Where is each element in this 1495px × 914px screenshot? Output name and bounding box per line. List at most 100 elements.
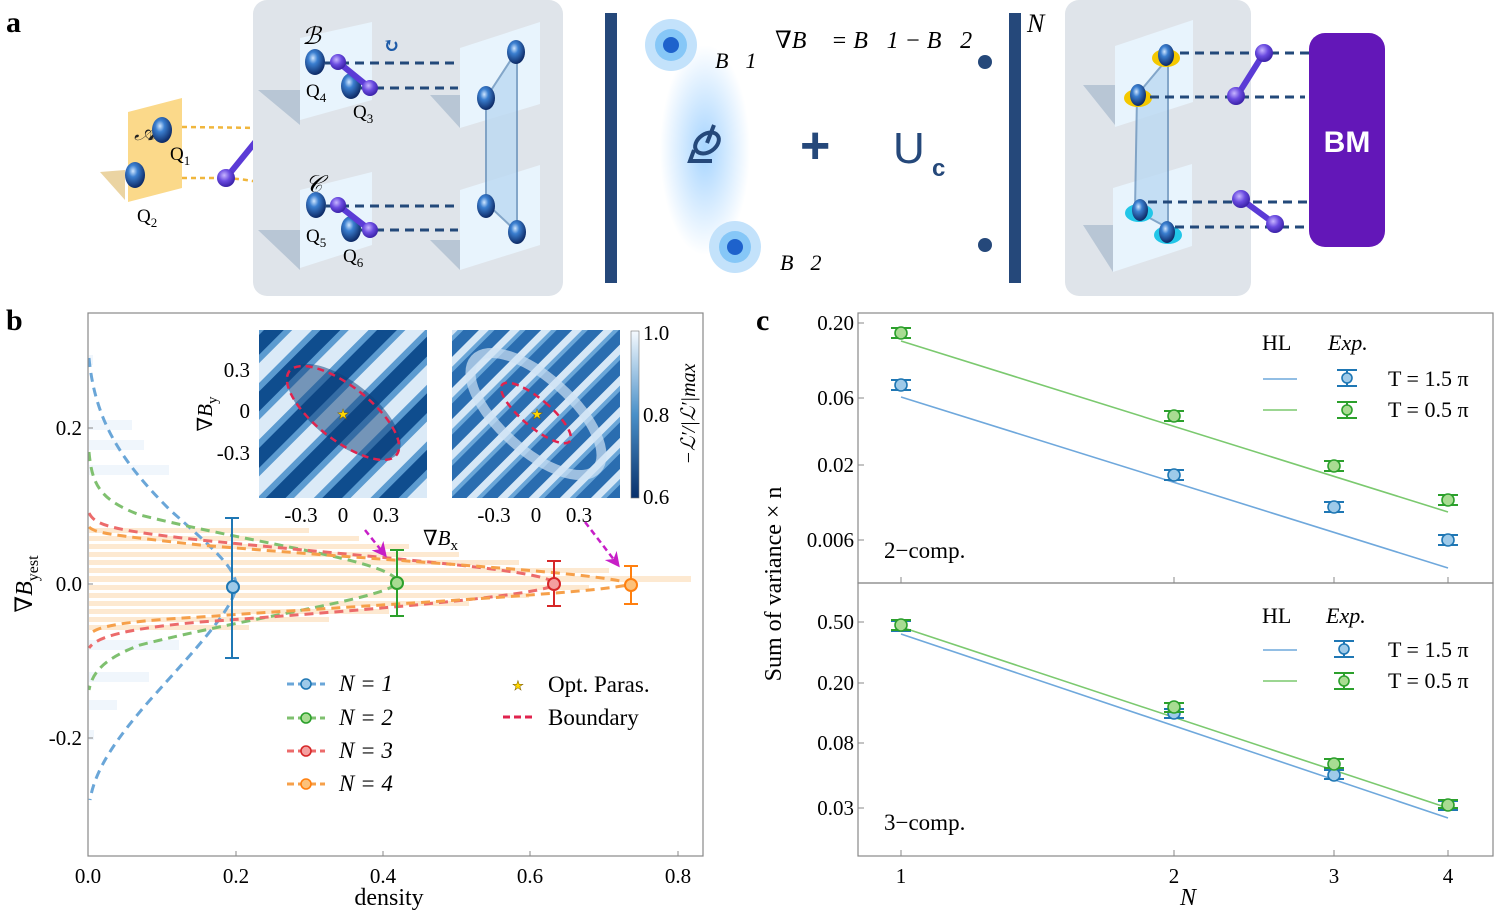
panel-b-ylabel: ∇Byest bbox=[12, 555, 42, 613]
boundary-ellipse bbox=[285, 364, 401, 462]
xtick: 0.6 bbox=[517, 864, 543, 888]
inset-xtick: -0.3 bbox=[284, 503, 317, 527]
bell-measurement-label: BM bbox=[1324, 126, 1371, 159]
unitary-u: U bbox=[893, 124, 925, 173]
subplot-tag-2comp: 2−comp. bbox=[884, 538, 965, 563]
panel-c-ylabel: Sum of variance × n bbox=[761, 487, 787, 682]
panel-a-letter: a bbox=[6, 6, 21, 39]
inset-xlabel: ∇Bx bbox=[423, 526, 459, 554]
exp-points-top bbox=[891, 326, 1458, 547]
qubit-q5 bbox=[306, 192, 326, 218]
legend-label: N = 2 bbox=[338, 705, 393, 730]
estimate-points bbox=[225, 517, 638, 659]
unitary-subscript: c bbox=[932, 155, 945, 182]
region-b-label: ℬ bbox=[302, 24, 323, 50]
colorbar-label: −ℒ′/|ℒ′|max bbox=[678, 363, 700, 464]
rotation-icon: ↻ bbox=[383, 35, 400, 57]
plus-sign: + bbox=[800, 117, 830, 175]
field-source-b1 bbox=[663, 37, 679, 53]
point-n4 bbox=[624, 578, 638, 592]
star-icon: ★ bbox=[512, 678, 524, 693]
region-a: 𝒜 Q1 Q2 bbox=[100, 98, 190, 230]
xtick: 3 bbox=[1329, 864, 1340, 888]
legend-label: T = 1.5 π bbox=[1388, 637, 1469, 662]
point-n1 bbox=[226, 580, 240, 594]
colorbar-tick: 1.0 bbox=[643, 321, 669, 345]
inset-heatmap-n2: ★ bbox=[259, 330, 427, 498]
legend-hl: HL bbox=[1262, 603, 1291, 628]
ytick: 0.08 bbox=[817, 731, 854, 755]
xtick: 4 bbox=[1443, 864, 1454, 888]
legend-label: T = 0.5 π bbox=[1388, 397, 1469, 422]
subplot-tag-3comp: 3−comp. bbox=[884, 810, 965, 835]
panel-c-bottom-axes bbox=[857, 582, 1494, 857]
colorbar-tick: 0.8 bbox=[643, 403, 669, 427]
opt-param-star-icon: ★ bbox=[337, 408, 350, 423]
arrow-icon bbox=[584, 521, 620, 568]
xtick: 0.8 bbox=[665, 864, 691, 888]
q2-label: Q2 bbox=[137, 206, 157, 230]
ytick: 0.006 bbox=[807, 528, 854, 552]
legend-label: Opt. Paras. bbox=[548, 672, 650, 697]
xtick: 0.0 bbox=[75, 864, 101, 888]
colorbar bbox=[630, 330, 640, 499]
b2-label: B⃗2 bbox=[780, 250, 822, 275]
opt-param-star-icon: ★ bbox=[531, 408, 544, 423]
legend-label: T = 1.5 π bbox=[1388, 366, 1469, 391]
hl-line bbox=[900, 340, 1449, 513]
xtick: 0.2 bbox=[223, 864, 249, 888]
inset-xtick: -0.3 bbox=[477, 503, 510, 527]
legend-label: N = 4 bbox=[338, 771, 393, 796]
q1-label: Q1 bbox=[170, 144, 190, 168]
xtick: 2 bbox=[1169, 864, 1180, 888]
hl-line bbox=[900, 396, 1449, 569]
inset-xtick: 0.3 bbox=[566, 503, 592, 527]
ytick: -0.2 bbox=[49, 726, 82, 750]
hl-line bbox=[900, 633, 1449, 819]
point-n2 bbox=[390, 576, 404, 590]
bracket-right bbox=[1009, 13, 1021, 283]
panel-c-legend-bottom: HL Exp. T = 1.5 π T = 0.5 π bbox=[1262, 603, 1469, 693]
inset-xtick: 0 bbox=[531, 503, 542, 527]
bracket-left bbox=[605, 13, 617, 283]
exp-points-bottom bbox=[891, 618, 1458, 812]
histogram-bars bbox=[89, 355, 691, 740]
power-n: N bbox=[1026, 9, 1046, 38]
inset-ytick: -0.3 bbox=[217, 441, 250, 465]
panel-b-legend: N = 1 N = 2 N = 3 N = 4 ★ Opt. Paras. Bo… bbox=[287, 671, 650, 796]
ytick: 0.02 bbox=[817, 453, 854, 477]
qubit-q2 bbox=[125, 162, 145, 188]
b1-label: B⃗1 bbox=[715, 48, 757, 73]
boundary-ellipse bbox=[499, 381, 573, 445]
inset-xtick: 0.3 bbox=[373, 503, 399, 527]
legend-hl: HL bbox=[1262, 330, 1291, 355]
xtick: 1 bbox=[896, 864, 907, 888]
qubit-q1 bbox=[152, 117, 172, 143]
ytick: 0.0 bbox=[56, 572, 82, 596]
ytick: 0.20 bbox=[817, 311, 854, 335]
inset-ytick: 0 bbox=[240, 399, 251, 423]
point-n3 bbox=[547, 577, 561, 591]
panel-b: b bbox=[6, 304, 704, 911]
panel-b-xlabel: density bbox=[354, 885, 423, 911]
qubit-q4 bbox=[305, 49, 325, 75]
ytick: 0.03 bbox=[817, 796, 854, 820]
arrow-icon bbox=[364, 529, 387, 558]
colorbar-tick: 0.6 bbox=[643, 485, 669, 509]
spin-sensor bbox=[1124, 44, 1182, 244]
panel-c-xlabel: N bbox=[1179, 885, 1198, 911]
inset-ylabel: ∇By bbox=[193, 396, 221, 432]
ytick: 0.2 bbox=[56, 416, 82, 440]
legend-label: Boundary bbox=[548, 705, 639, 730]
legend-exp: Exp. bbox=[1327, 330, 1368, 355]
panel-c-letter: c bbox=[756, 304, 769, 337]
inset-heatmap-n4: ★ bbox=[452, 330, 620, 498]
panel-a: a 𝒜 Q1 Q2 ℬ Q4 Q3 𝒞 Q5 bbox=[6, 0, 1385, 296]
ytick: 0.50 bbox=[817, 610, 854, 634]
bell-pair-node bbox=[217, 169, 235, 187]
ytick: 0.06 bbox=[817, 386, 854, 410]
legend-exp: Exp. bbox=[1325, 603, 1366, 628]
legend-label: T = 0.5 π bbox=[1388, 668, 1469, 693]
legend-label: N = 1 bbox=[338, 671, 393, 696]
